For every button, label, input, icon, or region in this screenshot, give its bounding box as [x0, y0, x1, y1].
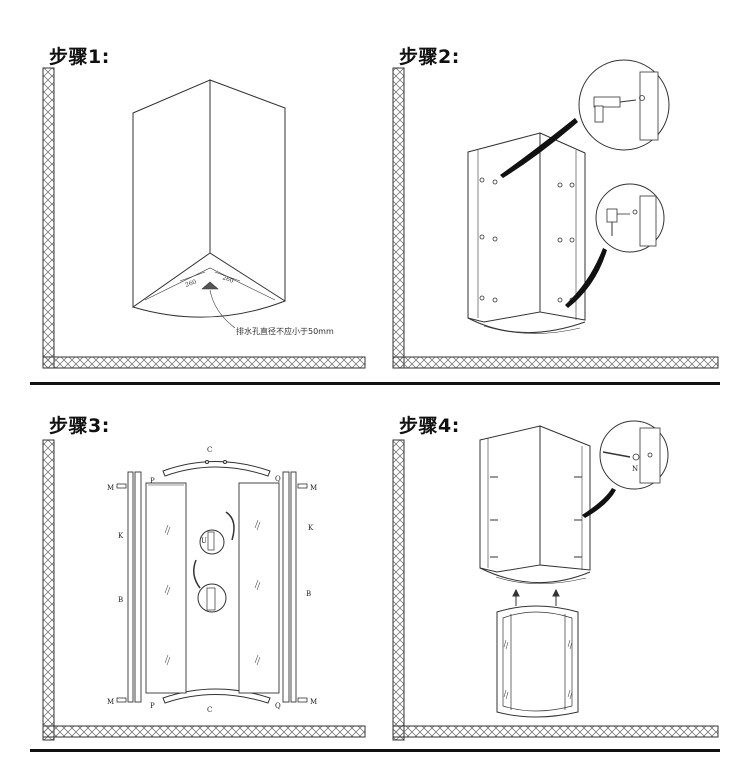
label-c-top: C — [207, 446, 212, 454]
step-3-right-glass-k — [238, 482, 280, 694]
label-b-left: B — [118, 596, 123, 604]
wall-frame-step-2 — [392, 67, 719, 369]
label-p-bottom: P — [150, 702, 155, 710]
label-k-left: K — [118, 532, 124, 540]
wall-frame-step-1 — [42, 67, 366, 369]
step-4-label-n: N — [632, 465, 638, 473]
label-m-bottom-left: M — [107, 698, 114, 706]
step-3-right-profile-b — [282, 471, 297, 703]
label-c-bottom: C — [207, 706, 212, 714]
step-3-title: 步骤3: — [49, 415, 110, 437]
label-m-top-left: M — [107, 484, 114, 492]
step-3-top-rail-c — [162, 460, 271, 477]
label-m-bottom-right: M — [310, 698, 317, 706]
step-3-detail-callouts — [193, 511, 235, 613]
step-4-title: 步骤4: — [399, 415, 460, 437]
step-3-screws — [116, 483, 308, 703]
step-1-corner-walls — [132, 79, 286, 318]
label-u: U — [201, 537, 207, 545]
step-4-screw-callout — [582, 420, 669, 518]
step-4-door-reflection-marks — [503, 639, 573, 700]
step-1-title: 步骤1: — [49, 46, 110, 68]
step-1-drain-note: 排水孔直径不应小于50mm — [236, 326, 334, 336]
wall-frame-step-3 — [42, 439, 366, 741]
label-m-top-right: M — [310, 484, 317, 492]
step-2-drill-callout — [578, 59, 670, 151]
label-b-right: B — [306, 590, 311, 598]
divider-rule-bottom — [30, 749, 720, 752]
step-2-callout-pointers — [500, 118, 607, 308]
step-2-hammer-callout — [595, 183, 665, 253]
step-3-left-profile-b — [127, 471, 142, 703]
label-p-top: P — [150, 477, 155, 485]
step-4-insert-arrows — [512, 588, 560, 606]
step-4-curved-door-unit — [496, 605, 579, 718]
step-4-anchor-marks — [490, 476, 582, 558]
label-q-top: Q — [275, 475, 281, 483]
step-1-dim-left: 260 — [184, 278, 197, 289]
step-4-shower-frame — [479, 425, 591, 585]
label-q-bottom: Q — [275, 702, 281, 710]
step-1-dimension-marks — [179, 271, 241, 329]
step-3-part-labels: C C P P Q Q K K B B M M M M U — [107, 446, 317, 714]
step-1-dim-right: 260 — [221, 274, 234, 285]
step-2-title: 步骤2: — [399, 46, 460, 68]
step-3-glass-reflection-marks — [164, 519, 261, 666]
step-3-left-glass-k — [145, 482, 187, 694]
label-k-right: K — [308, 524, 314, 532]
step-2-shower-frame — [467, 132, 586, 334]
divider-rule-top — [30, 382, 720, 385]
wall-frame-step-4 — [392, 439, 719, 741]
